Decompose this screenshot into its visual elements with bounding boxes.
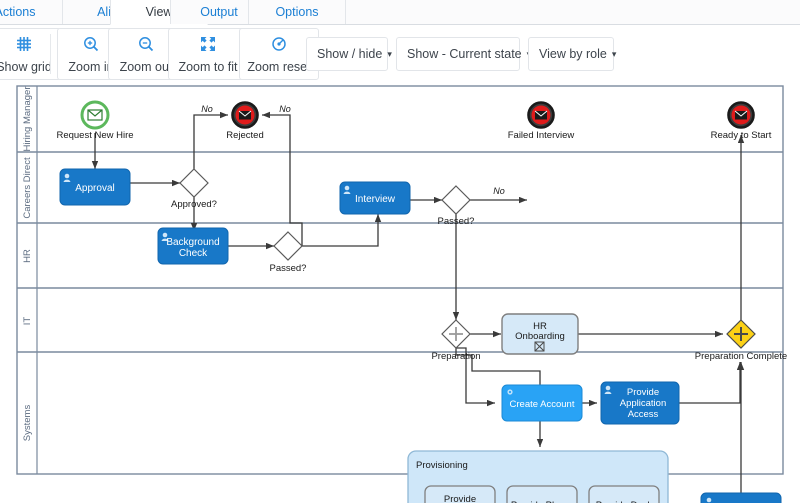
zoom-to-fit-label: Zoom to fit xyxy=(178,60,238,74)
user-task-icon xyxy=(604,385,612,394)
ribbon-tab-bar: Actions Align View Output Options xyxy=(0,0,800,25)
task-provide-phone[interactable]: Provide Phone xyxy=(506,485,578,503)
bpmn-pool: Hiring Manager Careers Direct HR IT Syst… xyxy=(16,85,787,503)
task-label-hr-onboarding-1: HR xyxy=(533,321,547,332)
collapsed-subprocess-icon xyxy=(534,341,545,352)
gateway-label-preparation-complete: Preparation Complete xyxy=(695,351,787,362)
sequence-flows xyxy=(91,111,745,493)
task-label-hr-onboarding-2: Onboarding xyxy=(515,331,565,342)
task-approval[interactable]: Approval xyxy=(59,168,131,206)
subprocess-label-provisioning: Provisioning xyxy=(416,460,468,471)
chevron-down-icon: ▾ xyxy=(387,49,392,59)
tab-options[interactable]: Options xyxy=(248,0,346,24)
flow-label-no-left: No xyxy=(201,104,213,114)
task-label-background-check-1: Background xyxy=(166,237,219,248)
event-label-request-new-hire: Request New Hire xyxy=(56,130,133,141)
gateway-label-passed-background: Passed? xyxy=(270,263,307,274)
flow-label-no-right: No xyxy=(279,104,291,114)
gateway-label-passed-interview: Passed? xyxy=(438,216,475,227)
task-label-provide-hardware-1: Provide xyxy=(444,494,476,503)
user-task-icon xyxy=(706,497,712,503)
task-provide-application-access[interactable]: Provide Application Access xyxy=(600,381,680,425)
zoom-in-label: Zoom in xyxy=(68,60,114,74)
magnifier-minus-icon xyxy=(109,35,183,55)
lane-label-hiring-manager: Hiring Manager xyxy=(22,87,33,152)
user-task-icon xyxy=(343,185,351,194)
lane-label-systems: Systems xyxy=(22,405,33,442)
subprocess-provisioning[interactable]: Provisioning Provide Hardware Provide Ph… xyxy=(407,450,669,503)
diagram-canvas[interactable]: Hiring Manager Careers Direct HR IT Syst… xyxy=(0,83,800,503)
task-label-app-access-3: Access xyxy=(628,409,659,420)
event-request-new-hire[interactable]: Request New Hire xyxy=(56,100,134,141)
toolbar-divider xyxy=(50,34,51,74)
gateway-preparation-complete[interactable]: Preparation Complete xyxy=(695,319,787,362)
show-hide-dropdown[interactable]: Show / hide ▾ xyxy=(306,37,392,71)
user-task-icon xyxy=(161,232,169,241)
lane-label-it: IT xyxy=(22,317,33,326)
view-by-role-label: View by role xyxy=(539,47,607,61)
task-label-provide-phone: Provide Phone xyxy=(511,500,573,503)
flow-approved-no-to-rejected xyxy=(193,111,228,169)
task-label-approval: Approval xyxy=(75,183,114,194)
task-provide-desk[interactable]: Provide Desk xyxy=(588,485,660,503)
flow-label-no-interview: No xyxy=(493,186,505,196)
flow-preparation-to-provisioning xyxy=(455,348,544,447)
task-hr-onboarding[interactable]: HR Onboarding xyxy=(501,313,579,355)
task-label-create-account: Create Account xyxy=(510,399,575,410)
grid-icon xyxy=(0,35,60,55)
lane-label-hr: HR xyxy=(22,249,33,263)
gateway-preparation[interactable]: Preparation xyxy=(431,319,481,362)
expand-arrows-icon xyxy=(169,35,247,55)
magnifier-plus-icon xyxy=(58,35,124,55)
gateway-label-approved: Approved? xyxy=(171,199,217,210)
event-rejected[interactable]: Rejected xyxy=(226,101,264,142)
tab-actions[interactable]: Actions xyxy=(0,0,64,24)
flow-app-access-to-complete xyxy=(679,362,744,404)
task-label-provide-desk: Provide Desk xyxy=(596,500,653,503)
task-provide-hardware[interactable]: Provide Hardware xyxy=(424,485,496,503)
task-label-interview: Interview xyxy=(355,194,396,205)
task-label-app-access-1: Provide xyxy=(627,387,659,398)
task-interview[interactable]: Interview xyxy=(339,181,411,215)
flow-passed-yes-to-interview xyxy=(302,214,382,247)
event-label-ready-to-start: Ready to Start xyxy=(711,130,772,141)
task-create-account[interactable]: Create Account xyxy=(501,384,583,422)
event-label-rejected: Rejected xyxy=(226,130,264,141)
event-failed-interview[interactable]: Failed Interview xyxy=(508,101,575,142)
view-toolbar: Show grid Zoom in Z xyxy=(0,25,800,83)
zoom-out-label: Zoom out xyxy=(119,60,173,74)
flow-preparation-to-create-account xyxy=(456,347,495,407)
gateway-passed-interview[interactable]: Passed? xyxy=(438,185,475,227)
chevron-down-icon: ▾ xyxy=(611,49,617,59)
task-install-at-desk[interactable]: Install at Desk xyxy=(700,492,782,503)
zoom-reset-button[interactable]: Zoom reset xyxy=(239,28,319,80)
event-label-failed-interview: Failed Interview xyxy=(508,130,575,141)
show-grid-label: Show grid xyxy=(0,60,52,74)
gateway-label-preparation: Preparation xyxy=(431,351,480,362)
refresh-circle-icon xyxy=(240,35,318,55)
show-hide-label: Show / hide xyxy=(317,47,383,61)
user-task-icon xyxy=(63,173,71,182)
show-current-state-dropdown[interactable]: Show - Current state▾ xyxy=(396,37,531,71)
show-current-state-label: Show - Current state xyxy=(407,47,522,61)
task-label-background-check-2: Check xyxy=(179,248,208,259)
task-label-app-access-2: Application xyxy=(620,398,666,409)
gear-icon xyxy=(507,389,513,395)
event-ready-to-start[interactable]: Ready to Start xyxy=(711,101,772,142)
task-background-check[interactable]: Background Check xyxy=(157,227,229,265)
view-by-role-dropdown[interactable]: View by role ▾ xyxy=(528,37,617,71)
lane-frame xyxy=(16,85,784,475)
lane-label-careers-direct: Careers Direct xyxy=(22,157,33,219)
zoom-to-fit-button[interactable]: Zoom to fit xyxy=(168,28,248,80)
flow-passed-no-to-rejected xyxy=(262,111,303,246)
zoom-reset-label: Zoom reset xyxy=(247,60,311,74)
gateway-passed-background[interactable]: Passed? xyxy=(270,231,307,274)
gateway-approved[interactable]: Approved? xyxy=(171,168,217,210)
show-grid-button[interactable]: Show grid xyxy=(0,28,61,80)
